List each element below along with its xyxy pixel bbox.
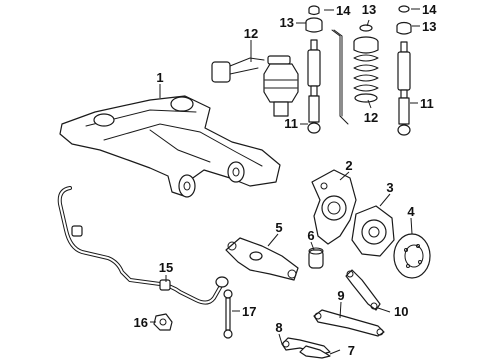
- stabilizer-bushing-part: [153, 313, 173, 331]
- callout-label-12a: 12: [244, 26, 258, 41]
- shock-absorber-right-part: [397, 41, 411, 136]
- spring-pad-part: [359, 24, 373, 32]
- stabilizer-bar-part: [57, 186, 229, 305]
- leader-line: [410, 217, 413, 235]
- leader-line: [379, 193, 391, 207]
- callout-label-13c: 13: [422, 19, 436, 34]
- callout-label-15: 15: [159, 260, 173, 275]
- leader-line: [339, 171, 350, 181]
- leader-line: [267, 233, 279, 247]
- callout-label-7: 7: [348, 343, 355, 358]
- leader-line: [310, 241, 315, 251]
- camber-strut-part: [345, 269, 381, 311]
- leader-line: [377, 307, 391, 313]
- air-spring-part: [211, 55, 299, 117]
- wheel-hub-rotor-part: [393, 233, 431, 279]
- callout-label-3: 3: [386, 180, 393, 195]
- callout-label-14a: 14: [336, 3, 351, 18]
- spring-link-arm-part: [225, 237, 299, 281]
- callout-label-11a: 11: [284, 116, 298, 131]
- callout-label-17: 17: [242, 304, 256, 319]
- leader-line: [339, 301, 342, 319]
- lower-link-part: [299, 345, 331, 359]
- leader-line: [329, 349, 341, 355]
- callout-labels: 1 2 3 4 5 6 7 8 9 10 11 11 12 12 13 13 1…: [134, 2, 438, 358]
- callout-label-4: 4: [407, 204, 415, 219]
- control-arm-part: [313, 309, 385, 337]
- leader-lines: [150, 8, 420, 355]
- shock-absorber-left-part: [307, 39, 321, 134]
- strut-mount-left-part: [305, 5, 323, 33]
- callout-label-9: 9: [337, 288, 344, 303]
- callout-label-12b: 12: [364, 110, 378, 125]
- leader-line: [366, 19, 370, 27]
- leader-line: [278, 333, 283, 345]
- hub-bearing-part: [351, 205, 395, 257]
- callout-label-8: 8: [275, 320, 282, 335]
- callout-label-1: 1: [156, 70, 163, 85]
- callout-label-2: 2: [345, 158, 352, 173]
- callout-label-10: 10: [394, 304, 408, 319]
- callout-label-11b: 11: [420, 96, 434, 111]
- callout-label-14b: 14: [422, 2, 437, 17]
- coil-spring-part: [353, 36, 379, 103]
- bushing-part: [308, 247, 324, 269]
- stabilizer-link-part: [223, 289, 233, 339]
- strut-mount-right-part: [396, 5, 412, 35]
- callout-label-6: 6: [307, 228, 314, 243]
- callout-label-16: 16: [134, 315, 148, 330]
- knuckle-part: [311, 169, 357, 245]
- callout-label-5: 5: [275, 220, 282, 235]
- rear-subframe-part: [59, 95, 281, 198]
- level-sensor-link-part: [331, 29, 349, 125]
- leader-line: [367, 99, 372, 109]
- callout-label-13a: 13: [280, 15, 294, 30]
- callout-label-13b: 13: [362, 2, 376, 17]
